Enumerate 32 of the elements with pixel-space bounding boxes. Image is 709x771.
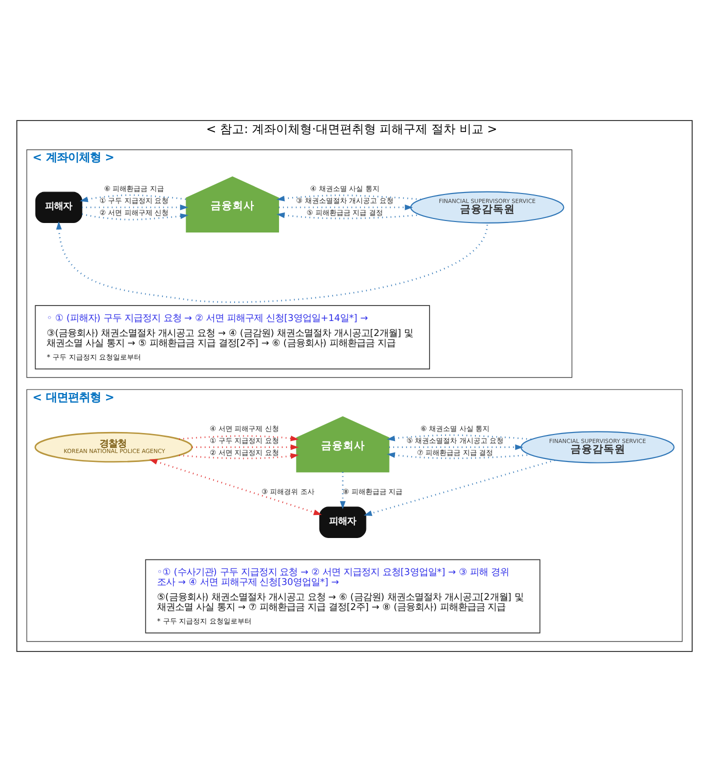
arrow	[192, 444, 299, 450]
edge-label: ⑧ 피해환급금 지급	[342, 486, 403, 496]
arrow	[80, 194, 186, 202]
arrow	[56, 220, 488, 302]
arrow	[386, 434, 532, 441]
node-box: 피해자	[319, 506, 366, 538]
edge-label: ⑥ 피해환급금 지급	[104, 183, 164, 192]
edge-label: ⑤ 피해환급금 지급 결정	[306, 208, 383, 217]
edge-label: ④ 채권소멸 사실 통지	[310, 183, 380, 192]
edge-label: ⑥ 채권소멸 사실 통지	[420, 423, 490, 432]
edge-label: ② 서면 지급정지 요청	[210, 448, 279, 457]
edge-label: ① 구두 지급정지 요청	[99, 196, 169, 205]
node-box: ◦ ① (피해자) 구두 지급정지 요청 → ② 서면 피해구제 신청[3영업일+14일*] → ③(금융회사) 채권소멸절차 개시공고 요청 → ④ (금감원) 채권소멸절차 개시공고[2개월] 및 채권소멸 사실 통지 → ⑤ 피해환급금 지급 결정[2주] → ⑥ (금융회사) 피해환급금 지급 * 구두 지급정지 요청일로부터	[34, 304, 430, 369]
edge-label: ② 서면 피해구제 신청	[99, 208, 169, 217]
arrow	[149, 458, 322, 515]
arrow	[389, 444, 524, 450]
arrow	[276, 194, 422, 201]
arrow	[278, 204, 413, 210]
edge-label: ④ 서면 피해구제 신청	[210, 423, 279, 432]
arrow	[82, 212, 188, 220]
arrow	[340, 472, 346, 509]
edge-label: ⑦ 피해환급금 지급 결정	[416, 448, 494, 457]
edge-label: ① 구두 지급정지 요청	[210, 435, 279, 444]
arrow	[364, 459, 556, 516]
edge-label: ③ 채권소멸절차 개시공고 요청	[296, 196, 394, 205]
node-box: 피해자	[35, 191, 82, 223]
edge-label: ⑤ 채권소멸절차 개시공고 요청	[406, 435, 504, 444]
node-box: ◦① (수사기관) 구두 지급정지 요청 → ② 서면 지급정지 요청[3영업일*] → ③ 피해 경위 조사 → ④ 서면 피해구제 신청[30영업일*] → ⑤(금융회사) 채권소멸절차 개시공고 요청 → ⑥ (금감원) 채권소멸절차 개시공고[2개월] 및 채권소멸 사실 통지 → ⑦ 피해환급금 지급 결정[2주] → ⑧ (금융회사) 피해환급금 지급 * 구두 지급정지 요청일로부터	[145, 558, 540, 633]
edge-label: ③ 피해경위 조사	[262, 486, 314, 496]
arrow	[82, 204, 188, 210]
arrow	[179, 434, 299, 441]
arrow	[179, 452, 299, 459]
